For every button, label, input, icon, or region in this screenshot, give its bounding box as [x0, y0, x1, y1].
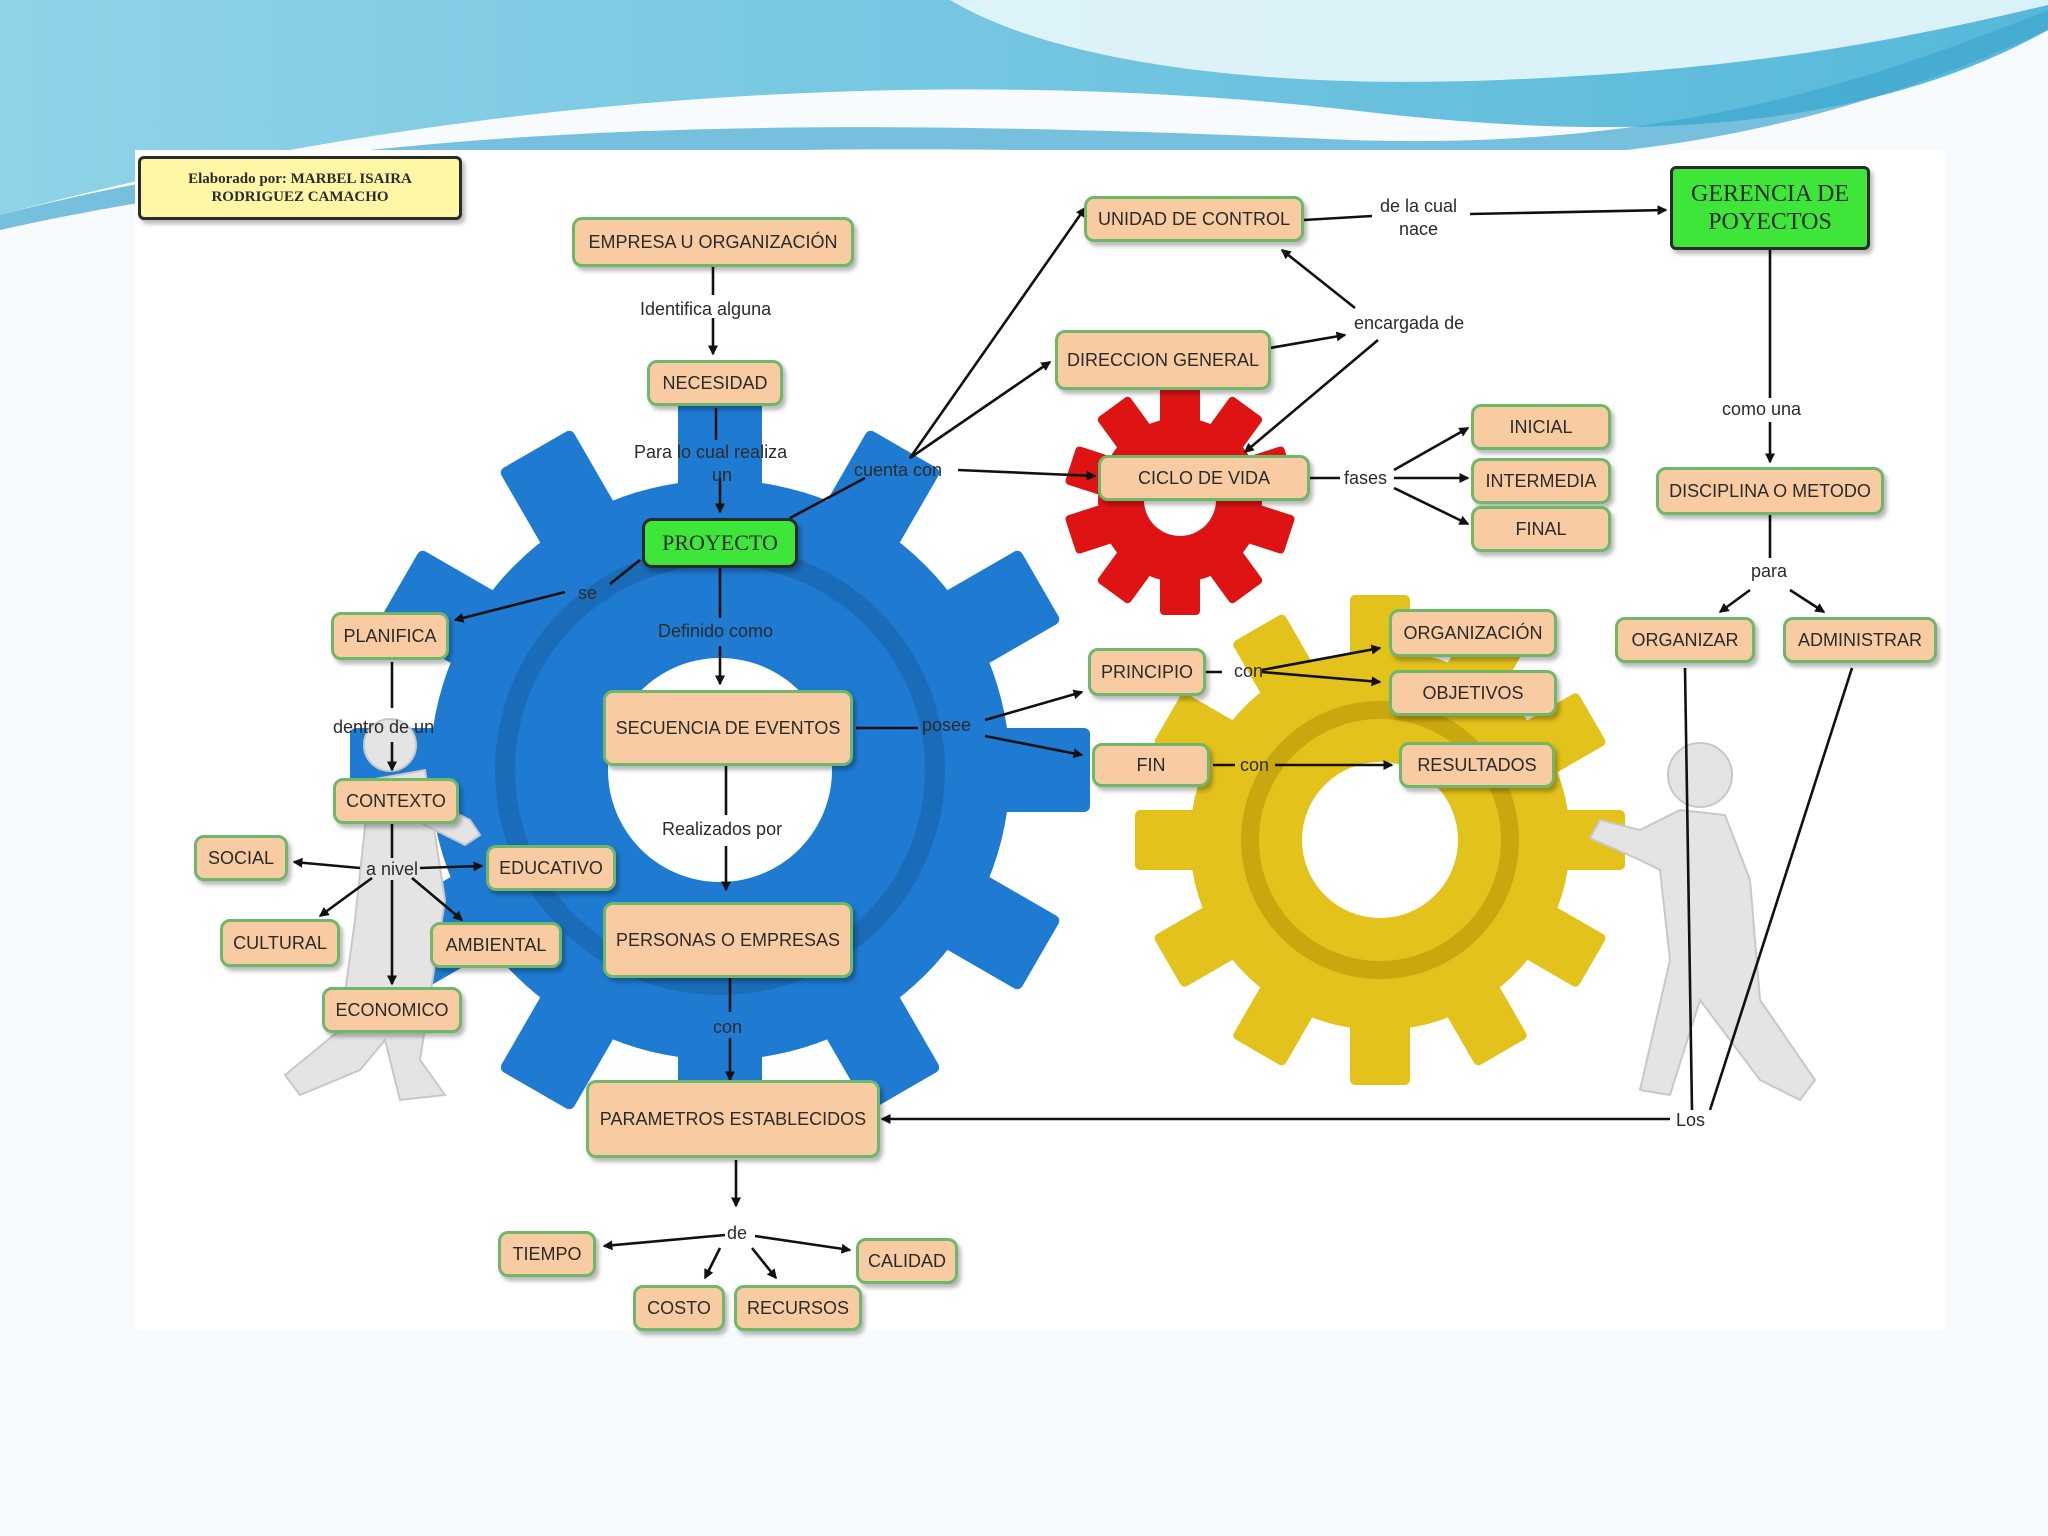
link-posee: posee: [922, 715, 972, 735]
link-con-2: con: [1234, 661, 1264, 681]
node-disciplina: DISCIPLINA O METODO: [1656, 467, 1884, 515]
link-con-1: con: [713, 1017, 743, 1037]
node-calidad: CALIDAD: [856, 1238, 958, 1284]
node-proyecto: PROYECTO: [642, 518, 798, 568]
gerencia-line-1: GERENCIA DE: [1691, 181, 1849, 207]
gerencia-line-2: POYECTOS: [1708, 209, 1832, 235]
header-wave: [0, 0, 2048, 230]
node-social: SOCIAL: [194, 835, 288, 881]
node-ambiental: AMBIENTAL: [430, 922, 562, 968]
node-direccion-general: DIRECCION GENERAL: [1055, 330, 1271, 390]
connectors: [292, 205, 1854, 1280]
node-objetivos: OBJETIVOS: [1389, 670, 1557, 716]
node-cultural: CULTURAL: [220, 919, 340, 967]
node-intermedia: INTERMEDIA: [1471, 458, 1611, 504]
node-principio: PRINCIPIO: [1088, 648, 1206, 696]
link-para-cual-2: un: [712, 465, 733, 485]
node-inicial: INICIAL: [1471, 404, 1611, 450]
author-credit-line-2: RODRIGUEZ CAMACHO: [211, 189, 389, 205]
author-credit-line-1: Elaborado por: MARBEL ISAIRA: [188, 171, 412, 187]
node-ciclo-vida: CICLO DE VIDA: [1098, 455, 1310, 501]
link-para-cual-1: Para lo cual realiza: [634, 442, 788, 462]
link-definido: Definido como: [658, 621, 774, 641]
node-organizar: ORGANIZAR: [1615, 617, 1755, 663]
node-resultados: RESULTADOS: [1399, 742, 1555, 788]
node-fin: FIN: [1092, 743, 1210, 787]
link-identifica: Identifica alguna: [640, 299, 772, 319]
right-figure-icon: [1588, 742, 1817, 1102]
link-fases: fases: [1344, 468, 1388, 488]
node-empresa: EMPRESA U ORGANIZACIÓN: [572, 217, 854, 267]
node-gerencia-proyectos: GERENCIA DE POYECTOS: [1670, 166, 1870, 250]
node-secuencia: SECUENCIA DE EVENTOS: [603, 690, 853, 766]
link-cuenta-con: cuenta con: [854, 460, 943, 480]
node-economico: ECONOMICO: [322, 987, 462, 1033]
node-organizacion: ORGANIZACIÓN: [1389, 609, 1557, 657]
link-los: Los: [1676, 1110, 1706, 1130]
author-credit-box: Elaborado por: MARBEL ISAIRA RODRIGUEZ C…: [138, 156, 462, 220]
node-unidad-control: UNIDAD DE CONTROL: [1084, 196, 1304, 242]
node-necesidad: NECESIDAD: [647, 360, 783, 406]
node-educativo: EDUCATIVO: [486, 845, 616, 891]
link-con-3: con: [1240, 755, 1270, 775]
node-contexto: CONTEXTO: [333, 778, 459, 824]
link-encargada: encargada de: [1354, 313, 1465, 333]
node-tiempo: TIEMPO: [498, 1231, 596, 1277]
link-como-una: como una: [1722, 399, 1802, 419]
link-a-nivel: a nivel: [366, 859, 419, 879]
link-de-la-cual-2: nace: [1399, 219, 1439, 239]
node-final: FINAL: [1471, 506, 1611, 552]
link-de-la-cual-1: de la cual: [1380, 196, 1458, 216]
node-planifica: PLANIFICA: [331, 612, 449, 660]
link-realizados: Realizados por: [662, 819, 783, 839]
node-parametros: PARAMETROS ESTABLECIDOS: [586, 1080, 880, 1158]
node-personas: PERSONAS O EMPRESAS: [603, 902, 853, 978]
link-para: para: [1751, 561, 1788, 581]
node-recursos: RECURSOS: [734, 1285, 862, 1331]
link-de: de: [727, 1223, 748, 1243]
node-costo: COSTO: [633, 1285, 725, 1331]
node-administrar: ADMINISTRAR: [1783, 617, 1937, 663]
link-dentro: dentro de un: [333, 717, 435, 737]
link-se: se: [578, 583, 598, 603]
